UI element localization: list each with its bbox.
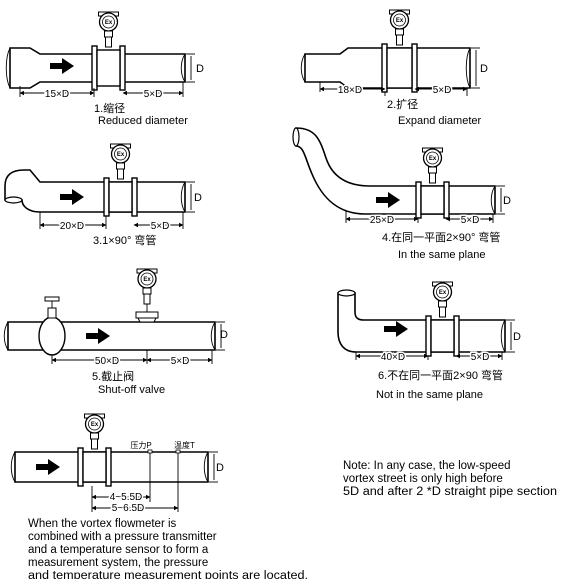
vortex-meter-icon [431, 281, 454, 318]
svg-text:Not in the same plane: Not in the same plane [376, 389, 483, 401]
valve-body-icon [38, 316, 66, 356]
vortex-meter-icon [109, 143, 132, 180]
svg-text:Ex: Ex [429, 156, 437, 162]
svg-text:2.扩径: 2.扩径 [387, 97, 418, 111]
svg-text:Ex: Ex [143, 277, 151, 283]
svg-text:20×D: 20×D [60, 221, 84, 232]
svg-text:Ex: Ex [91, 422, 99, 428]
diagram-single-elbow: Ex D 20×D 5×D 3.1×90° 弯管 [4, 143, 202, 247]
svg-text:温度T: 温度T [174, 440, 195, 450]
svg-text:D: D [194, 192, 202, 204]
svg-text:6.不在同一平面2×90 弯管: 6.不在同一平面2×90 弯管 [378, 368, 503, 382]
svg-text:Ex: Ex [439, 290, 447, 296]
svg-text:Expand diameter: Expand diameter [398, 115, 481, 127]
pressure-tap-icon [147, 449, 153, 454]
diagram-double-elbow-same-plane: Ex D 25×D 5×D 4.在同一平面2×90° 弯管 In the sam… [292, 127, 511, 261]
svg-text:5×D: 5×D [471, 352, 490, 363]
svg-text:Ex: Ex [117, 152, 125, 158]
svg-text:and temperature measurement po: and temperature measurement points are l… [28, 570, 308, 579]
svg-text:and a temperature sensor to fo: and a temperature sensor to form a [28, 544, 209, 556]
svg-text:Shut-off valve: Shut-off valve [98, 384, 165, 396]
svg-text:18×D: 18×D [338, 85, 362, 96]
diagram-reduced-diameter: Ex D 15×D 5×D 1.缩径 Reduced diameter [5, 11, 204, 127]
vortex-meter-icon [97, 11, 120, 48]
svg-text:40×D: 40×D [381, 352, 405, 363]
svg-text:5×D: 5×D [144, 89, 163, 100]
svg-text:5×D: 5×D [171, 356, 190, 367]
svg-text:50×D: 50×D [95, 356, 119, 367]
diagram-pressure-temperature-points: Ex 压力P 温度T D 4~5.5D 5~6.5D [10, 413, 224, 516]
svg-text:measurement system, the pressu: measurement system, the pressure [28, 557, 208, 569]
vortex-meter-icon [136, 268, 158, 305]
svg-text:5×D: 5×D [461, 215, 480, 226]
diagram-shutoff-valve: Ex D 50×D 5×D 5.截止阀 Shut-off valve [3, 268, 228, 396]
svg-text:5D and after 2 *D straight pip: 5D and after 2 *D straight pipe section [343, 486, 557, 498]
diagram-expand-diameter: Ex D 18×D 5×D 2.扩径 Expand diameter [300, 9, 488, 127]
svg-text:4~5.5D: 4~5.5D [110, 492, 143, 503]
svg-text:15×D: 15×D [45, 89, 69, 100]
svg-text:D: D [513, 331, 521, 343]
vortex-meter-icon [83, 413, 106, 450]
svg-text:5.截止阀: 5.截止阀 [92, 369, 134, 383]
svg-text:Ex: Ex [396, 18, 404, 24]
svg-text:D: D [220, 329, 228, 341]
svg-text:Reduced diameter: Reduced diameter [98, 115, 188, 127]
svg-text:Ex: Ex [105, 20, 113, 26]
svg-text:25×D: 25×D [370, 215, 394, 226]
svg-text:When the vortex flowmeter is: When the vortex flowmeter is [28, 518, 177, 530]
temperature-tap-icon [175, 449, 181, 454]
svg-text:vortex street is only high bef: vortex street is only high before [343, 473, 503, 485]
svg-text:5×D: 5×D [433, 85, 452, 96]
svg-text:1.缩径: 1.缩径 [94, 102, 125, 115]
svg-text:D: D [480, 63, 488, 75]
svg-text:4.在同一平面2×90° 弯管: 4.在同一平面2×90° 弯管 [382, 230, 500, 244]
svg-text:D: D [216, 462, 224, 474]
svg-text:压力P: 压力P [130, 440, 151, 450]
svg-text:5~6.5D: 5~6.5D [112, 503, 145, 514]
vortex-meter-icon [388, 9, 411, 46]
svg-text:D: D [196, 63, 204, 75]
svg-text:5×D: 5×D [151, 221, 170, 232]
svg-text:Note: In any case, the low-spe: Note: In any case, the low-speed [343, 460, 511, 472]
note-text: Note: In any case, the low-speed vortex … [343, 460, 557, 498]
vortex-meter-icon [421, 147, 444, 184]
svg-text:3.1×90° 弯管: 3.1×90° 弯管 [93, 233, 156, 247]
svg-text:combined with a pressure trans: combined with a pressure transmitter [28, 531, 217, 543]
measurement-system-text: When the vortex flowmeter is combined wi… [28, 518, 308, 579]
svg-text:In the same plane: In the same plane [398, 249, 485, 261]
svg-text:D: D [503, 195, 511, 207]
diagram-double-elbow-different-plane: Ex D 40×D 5×D 6.不在同一平面2×90 弯管 Not in the… [337, 281, 521, 401]
